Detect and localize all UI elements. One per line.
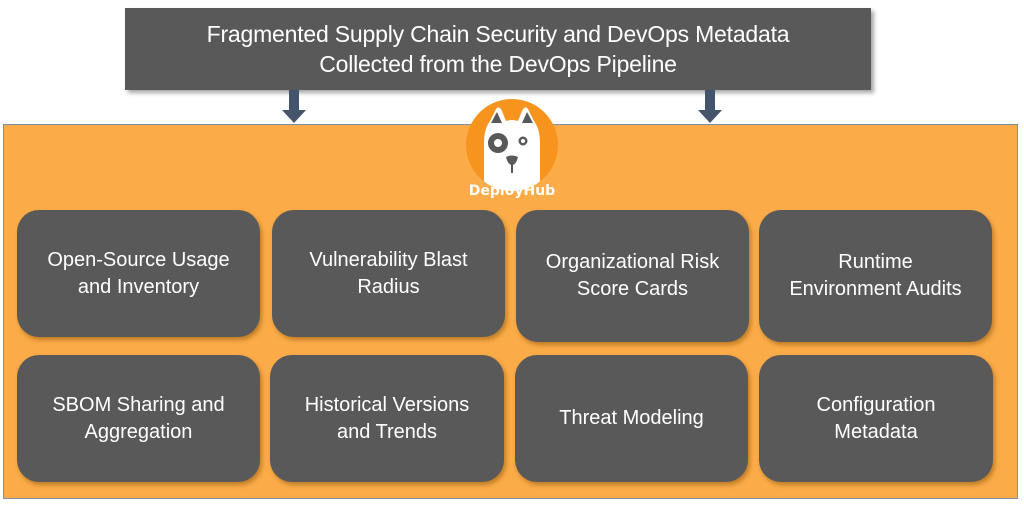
logo-circle xyxy=(466,99,558,191)
down-arrow-icon xyxy=(698,90,722,124)
card-line: Configuration xyxy=(816,393,936,416)
card-line: Historical Versions xyxy=(304,393,470,416)
card-line: and Inventory xyxy=(77,275,200,298)
card-line: Metadata xyxy=(834,420,918,443)
card-threat-modeling: Threat Modeling xyxy=(515,355,748,482)
card-line: and Trends xyxy=(336,420,438,443)
card-line: Vulnerability Blast xyxy=(309,248,468,271)
dog-mascot-icon xyxy=(484,107,540,191)
card-line: Open-Source Usage xyxy=(47,248,230,271)
down-arrow-icon xyxy=(282,90,306,124)
card-line: SBOM Sharing and xyxy=(52,393,225,416)
logo-name: DeployHub xyxy=(468,183,556,199)
deployhub-logo: DeployHub xyxy=(466,99,558,204)
card-line: Environment Audits xyxy=(789,278,962,300)
source-title-line-2: Collected from the DevOps Pipeline xyxy=(319,51,677,77)
card-line: Aggregation xyxy=(84,420,193,443)
card-line: Threat Modeling xyxy=(559,407,704,429)
source-title-line-1: Fragmented Supply Chain Security and Dev… xyxy=(206,21,790,47)
card-historical-versions: Historical Versions and Trends xyxy=(270,355,504,482)
card-line: Runtime xyxy=(838,251,913,273)
card-line: Organizational Risk xyxy=(545,251,720,273)
source-metadata-box: Fragmented Supply Chain Security and Dev… xyxy=(125,8,871,90)
card-open-source-usage: Open-Source Usage and Inventory xyxy=(17,210,260,337)
card-line: Score Cards xyxy=(576,278,689,300)
card-line: Radius xyxy=(357,275,420,298)
